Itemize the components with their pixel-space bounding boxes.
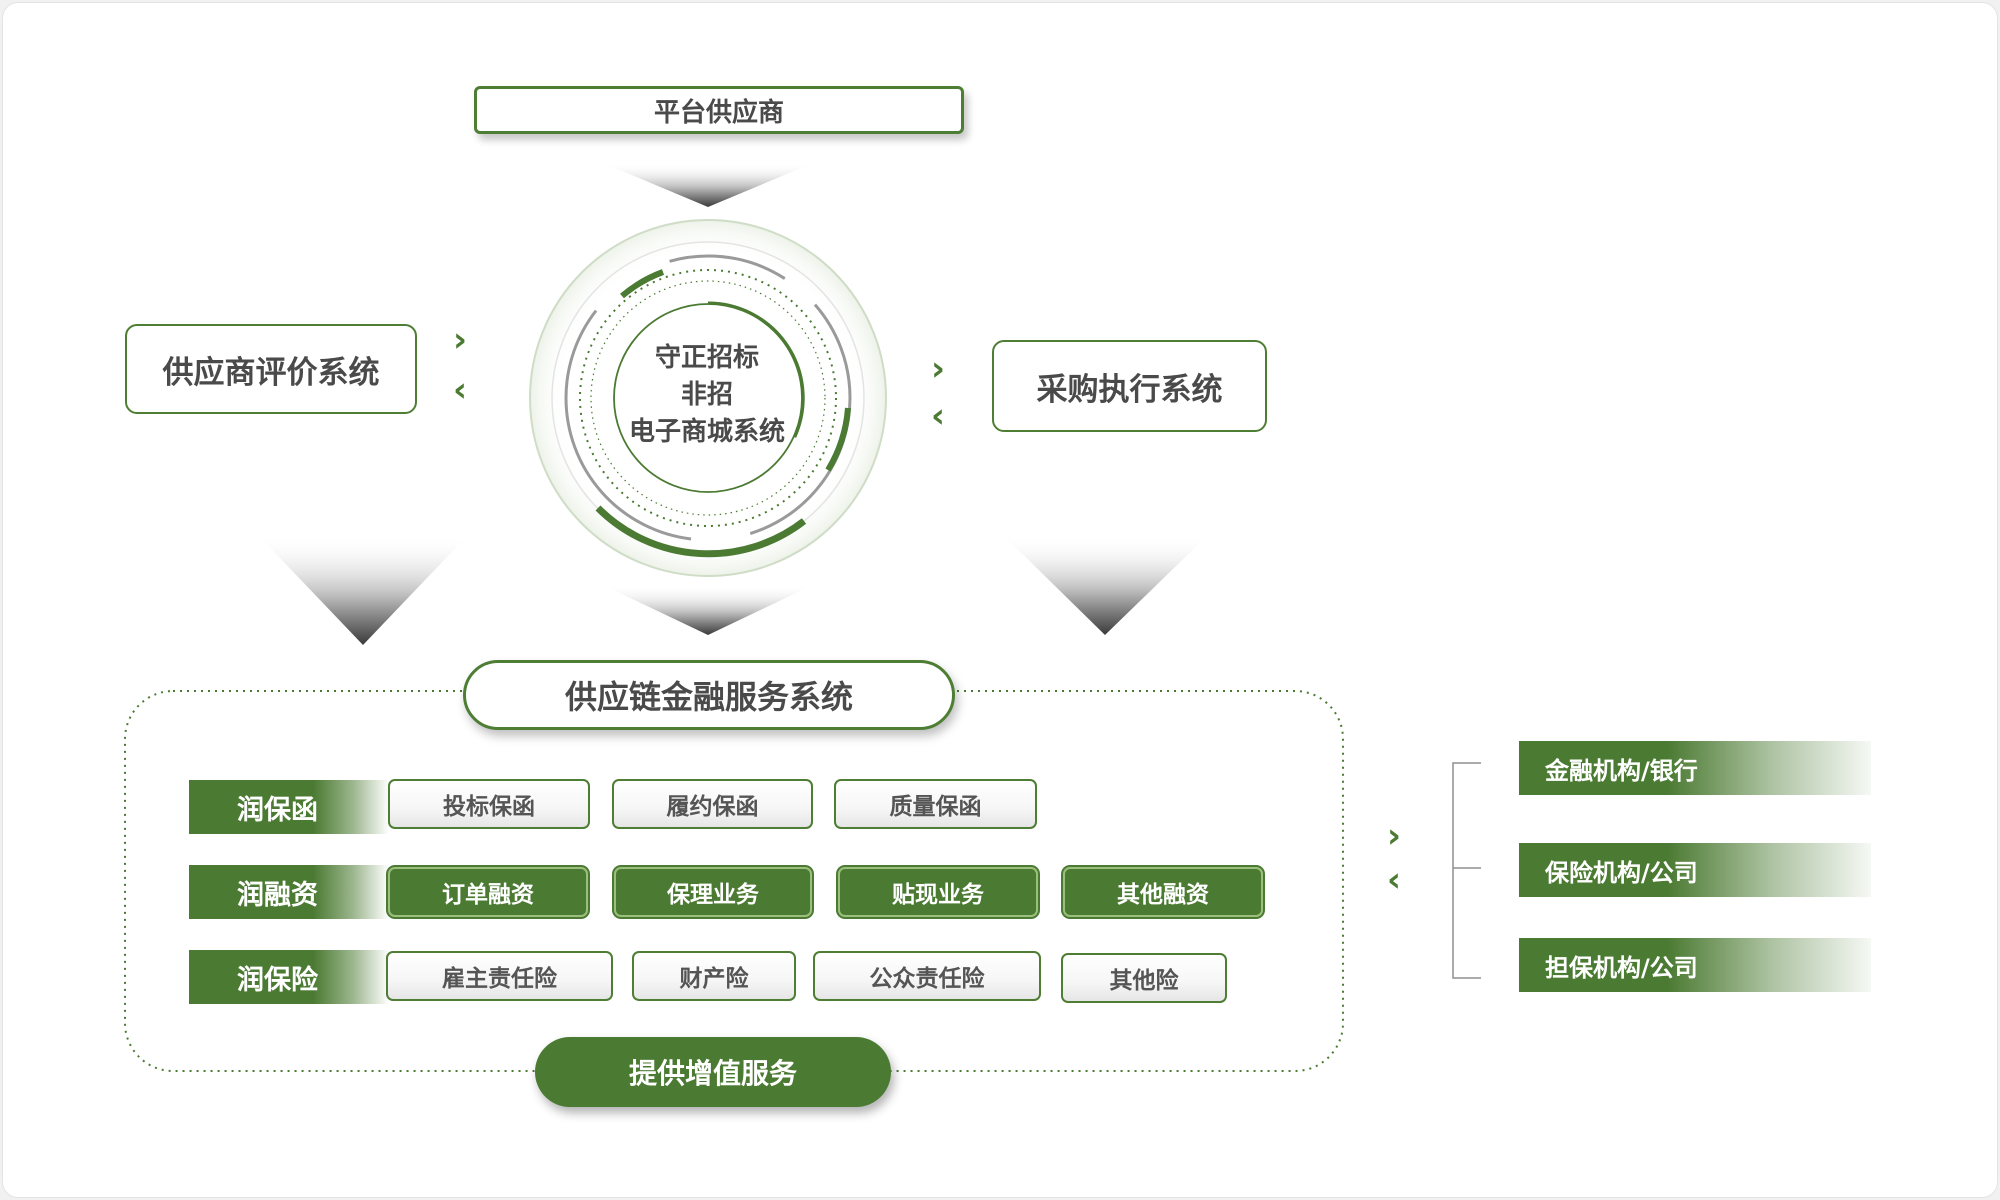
institution-guarantee: 担保机构/公司 bbox=[1519, 938, 1871, 992]
row-label-insurance: 润保险 bbox=[189, 950, 389, 1004]
procurement-execution-system-box: 采购执行系统 bbox=[992, 340, 1267, 432]
service-label: 财产险 bbox=[679, 966, 749, 992]
service-label: 其他险 bbox=[1109, 968, 1179, 994]
service-factoring[interactable]: 保理业务 bbox=[614, 867, 812, 917]
hub-center-text: 守正招标 非招 电子商城系统 bbox=[603, 340, 811, 456]
service-public-liability[interactable]: 公众责任险 bbox=[813, 951, 1041, 1001]
service-label: 质量保函 bbox=[889, 794, 982, 820]
chevron-right-icon: › bbox=[930, 349, 945, 389]
service-label: 订单融资 bbox=[442, 882, 534, 908]
procurement-execution-label: 采购执行系统 bbox=[1036, 371, 1223, 408]
down-arrow-right-icon bbox=[1003, 535, 1208, 635]
service-label: 雇主责任险 bbox=[442, 966, 557, 992]
service-property-insurance[interactable]: 财产险 bbox=[632, 951, 796, 1001]
hub-rings bbox=[529, 219, 887, 577]
platform-supplier-box: 平台供应商 bbox=[474, 86, 964, 134]
service-label: 其他融资 bbox=[1117, 882, 1209, 908]
down-arrow-center-icon bbox=[603, 585, 813, 635]
row-label-text: 润保函 bbox=[237, 794, 318, 826]
service-bid-guarantee[interactable]: 投标保函 bbox=[388, 779, 590, 829]
platform-supplier-label: 平台供应商 bbox=[653, 97, 784, 128]
down-arrow-left-icon bbox=[258, 535, 468, 645]
chevron-left-icon: ‹ bbox=[452, 370, 467, 410]
supplier-evaluation-label: 供应商评价系统 bbox=[162, 354, 380, 391]
service-performance-guarantee[interactable]: 履约保函 bbox=[612, 779, 813, 829]
chevron-left-icon: ‹ bbox=[930, 396, 945, 436]
row-label-text: 润融资 bbox=[237, 879, 318, 911]
hub-line-1: 守正招标 bbox=[654, 343, 759, 373]
finance-title-label: 供应链金融服务系统 bbox=[564, 678, 853, 716]
chevron-right-icon: › bbox=[452, 320, 467, 360]
chevron-right-icon: › bbox=[1386, 816, 1401, 856]
service-label: 投标保函 bbox=[443, 794, 535, 820]
supply-chain-finance-title: 供应链金融服务系统 bbox=[463, 660, 955, 730]
service-label: 贴现业务 bbox=[892, 882, 984, 908]
value-added-services-button[interactable]: 提供增值服务 bbox=[535, 1037, 891, 1107]
supplier-evaluation-system-box: 供应商评价系统 bbox=[125, 324, 417, 414]
institution-label: 担保机构/公司 bbox=[1545, 953, 1698, 982]
diagram-graphics bbox=[124, 163, 1481, 1072]
institution-bank: 金融机构/银行 bbox=[1519, 741, 1871, 795]
institutions-bracket bbox=[1452, 762, 1481, 979]
service-order-financing[interactable]: 订单融资 bbox=[388, 867, 588, 917]
hub-line-3: 电子商城系统 bbox=[628, 417, 785, 447]
row-label-text: 润保险 bbox=[237, 964, 318, 996]
service-other-insurance[interactable]: 其他险 bbox=[1061, 953, 1227, 1003]
service-other-financing[interactable]: 其他融资 bbox=[1063, 867, 1263, 917]
chevron-left-icon: ‹ bbox=[1386, 860, 1401, 900]
service-label: 保理业务 bbox=[667, 882, 759, 908]
institution-insurance: 保险机构/公司 bbox=[1519, 843, 1871, 897]
service-quality-guarantee[interactable]: 质量保函 bbox=[834, 779, 1037, 829]
service-label: 公众责任险 bbox=[869, 966, 985, 992]
service-discounting[interactable]: 贴现业务 bbox=[838, 867, 1038, 917]
hub-line-2: 非招 bbox=[680, 380, 733, 410]
service-employer-liability[interactable]: 雇主责任险 bbox=[386, 951, 613, 1001]
value-added-services-label: 提供增值服务 bbox=[628, 1057, 797, 1090]
row-label-guarantee: 润保函 bbox=[189, 780, 389, 834]
row-label-financing: 润融资 bbox=[189, 865, 389, 919]
institution-label: 金融机构/银行 bbox=[1545, 756, 1698, 785]
down-arrow-top-icon bbox=[603, 163, 813, 207]
service-label: 履约保函 bbox=[666, 794, 759, 820]
institution-label: 保险机构/公司 bbox=[1545, 858, 1698, 887]
